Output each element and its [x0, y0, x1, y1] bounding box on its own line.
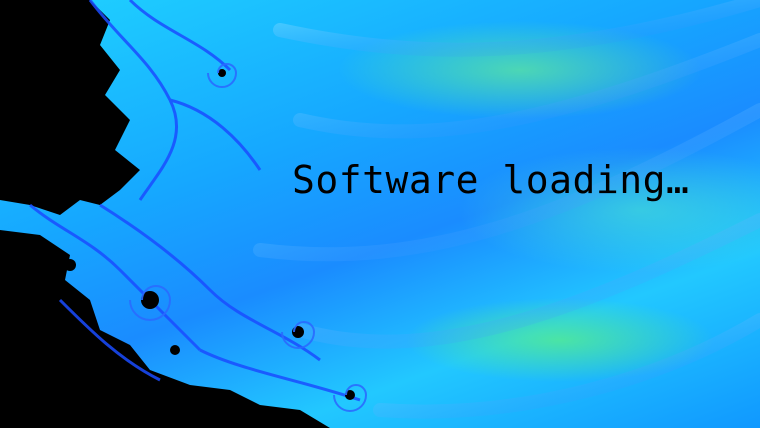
fractal-spirals [129, 63, 368, 412]
fractal-minibulbs [64, 69, 355, 400]
loading-status-text: Software loading… [292, 158, 690, 202]
swirl-streaks [253, 0, 760, 419]
fractal-black-region [0, 0, 330, 428]
fractal-fringe [29, 0, 361, 402]
